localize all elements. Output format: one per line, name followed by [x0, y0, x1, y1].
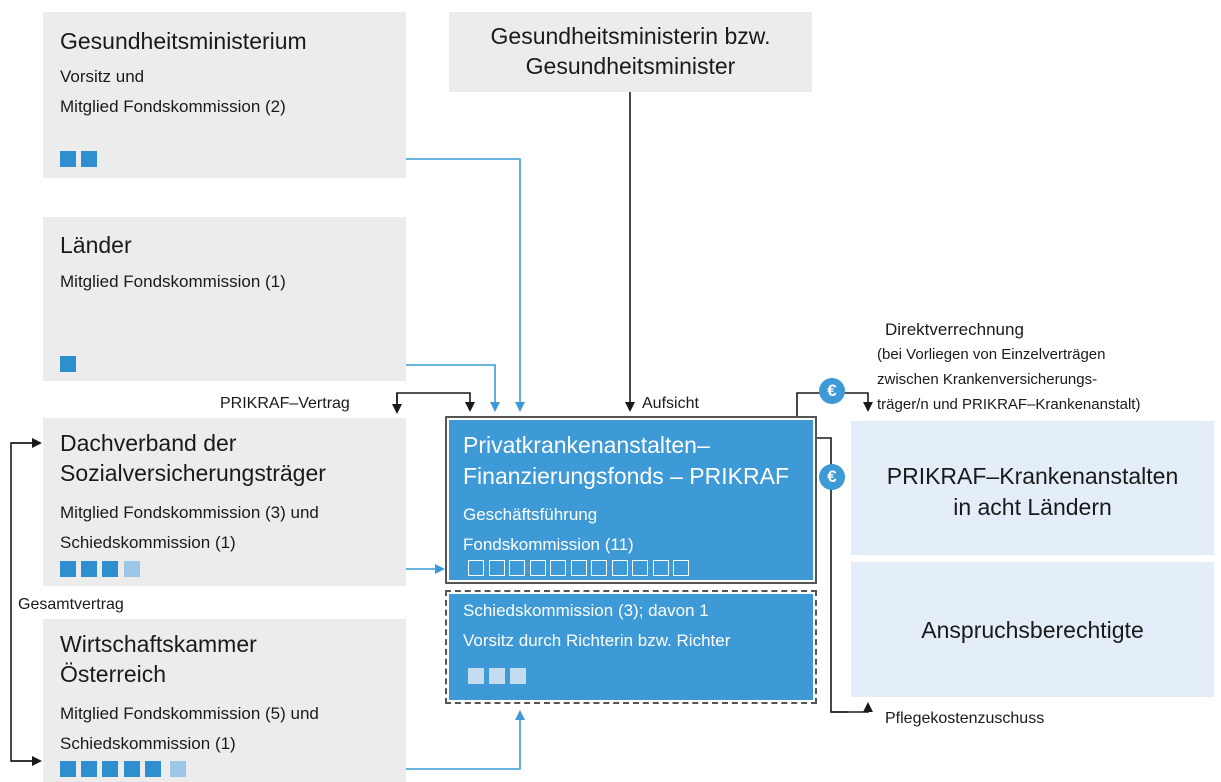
wko-line1: Mitglied Fondskommission (5) und [60, 704, 319, 723]
ministry-line2: Mitglied Fondskommission (2) [60, 97, 286, 116]
wko-line2: Schiedskommission (1) [60, 734, 236, 753]
arbitration-member-square [170, 761, 186, 777]
laender-line1: Mitglied Fondskommission (1) [60, 272, 286, 291]
laender-title: Länder [60, 232, 132, 258]
prikraf-line2: Fondskommission (11) [463, 535, 634, 554]
prikraf-title1: Privatkrankenanstalten– [463, 432, 710, 458]
dachverband-box: Dachverband der Sozialversicherungsträge… [43, 418, 406, 586]
direkt-label-4: träger/n und PRIKRAF–Krankenanstalt) [877, 396, 1141, 413]
commission-seat-square [550, 560, 566, 576]
vertrag-connector [396, 392, 475, 412]
pflegekosten-label: Pflegekostenzuschuss [885, 710, 1045, 727]
commission-seat-square [468, 560, 484, 576]
anstalten-box: PRIKRAF–Krankenanstalten in acht Ländern [851, 421, 1214, 555]
schieds-line2: Vorsitz durch Richterin bzw. Richter [463, 631, 731, 650]
minister-box: Gesundheitsministerin bzw. Gesundheitsmi… [449, 12, 812, 92]
commission-seat-square [653, 560, 669, 576]
minister-line2: Gesundheitsminister [525, 53, 736, 79]
commission-seat-square [489, 560, 505, 576]
commission-seat-square [509, 560, 525, 576]
member-square [124, 761, 140, 777]
commission-seat-square [591, 560, 607, 576]
prikraf-frame [445, 416, 817, 584]
member-square [102, 761, 118, 777]
ministry-box: Gesundheitsministerium Vorsitz und Mitgl… [43, 12, 406, 178]
member-square [60, 761, 76, 777]
direkt-label-3: zwischen Krankenversicherungs- [877, 371, 1098, 388]
member-square [60, 151, 76, 167]
member-square [81, 561, 97, 577]
commission-seat-square [612, 560, 628, 576]
anspruch-label: Anspruchsberechtigte [921, 617, 1144, 643]
laender-box: Länder Mitglied Fondskommission (1) [43, 217, 406, 381]
ministry-line1: Vorsitz und [60, 67, 145, 86]
prikraf-title2: Finanzierungsfonds – PRIKRAF [463, 463, 789, 489]
gesamtvertrag-label: Gesamtvertrag [18, 596, 124, 613]
member-square [145, 761, 161, 777]
prikraf-line1: Geschäftsführung [463, 505, 598, 524]
dachverband-line2: Schiedskommission (1) [60, 533, 236, 552]
arbitration-seat-square [489, 668, 505, 684]
vertrag-label: PRIKRAF–Vertrag [220, 395, 350, 412]
commission-seat-square [673, 560, 689, 576]
direkt-label-2: (bei Vorliegen von Einzelverträgen [877, 346, 1106, 363]
commission-seat-square [571, 560, 587, 576]
wko-title1: Wirtschaftskammer [60, 631, 257, 657]
arbitration-seat-square [468, 668, 484, 684]
arbitration-seat-square [510, 668, 526, 684]
dachverband-title2: Sozialversicherungsträger [60, 460, 326, 486]
member-square [60, 561, 76, 577]
prikraf-box: Privatkrankenanstalten– Finanzierungsfon… [449, 420, 813, 580]
wko-title2: Österreich [60, 661, 167, 687]
schieds-box: Schiedskommission (3); davon 1 Vorsitz d… [449, 594, 813, 700]
schieds-line1: Schiedskommission (3); davon 1 [463, 601, 709, 620]
aufsicht-label: Aufsicht [642, 395, 699, 412]
euro-icon: € [819, 378, 845, 404]
commission-seat-square [632, 560, 648, 576]
dachverband-line1: Mitglied Fondskommission (3) und [60, 503, 319, 522]
schieds-frame [445, 590, 817, 704]
direkt-label-1: Direktverrechnung [885, 320, 1024, 339]
anstalten-line1: PRIKRAF–Krankenanstalten [886, 463, 1179, 489]
member-square [60, 356, 76, 372]
member-square [81, 761, 97, 777]
ministry-title: Gesundheitsministerium [60, 28, 307, 54]
euro-icon: € [819, 464, 845, 490]
anstalten-line2: in acht Ländern [953, 494, 1112, 520]
arbitration-member-square [124, 561, 140, 577]
commission-seat-square [530, 560, 546, 576]
member-square [81, 151, 97, 167]
wko-box: Wirtschaftskammer Österreich Mitglied Fo… [43, 619, 406, 782]
minister-line1: Gesundheitsministerin bzw. [490, 23, 771, 49]
member-square [102, 561, 118, 577]
anspruch-box: Anspruchsberechtigte [851, 562, 1214, 697]
dachverband-title1: Dachverband der [60, 430, 237, 456]
